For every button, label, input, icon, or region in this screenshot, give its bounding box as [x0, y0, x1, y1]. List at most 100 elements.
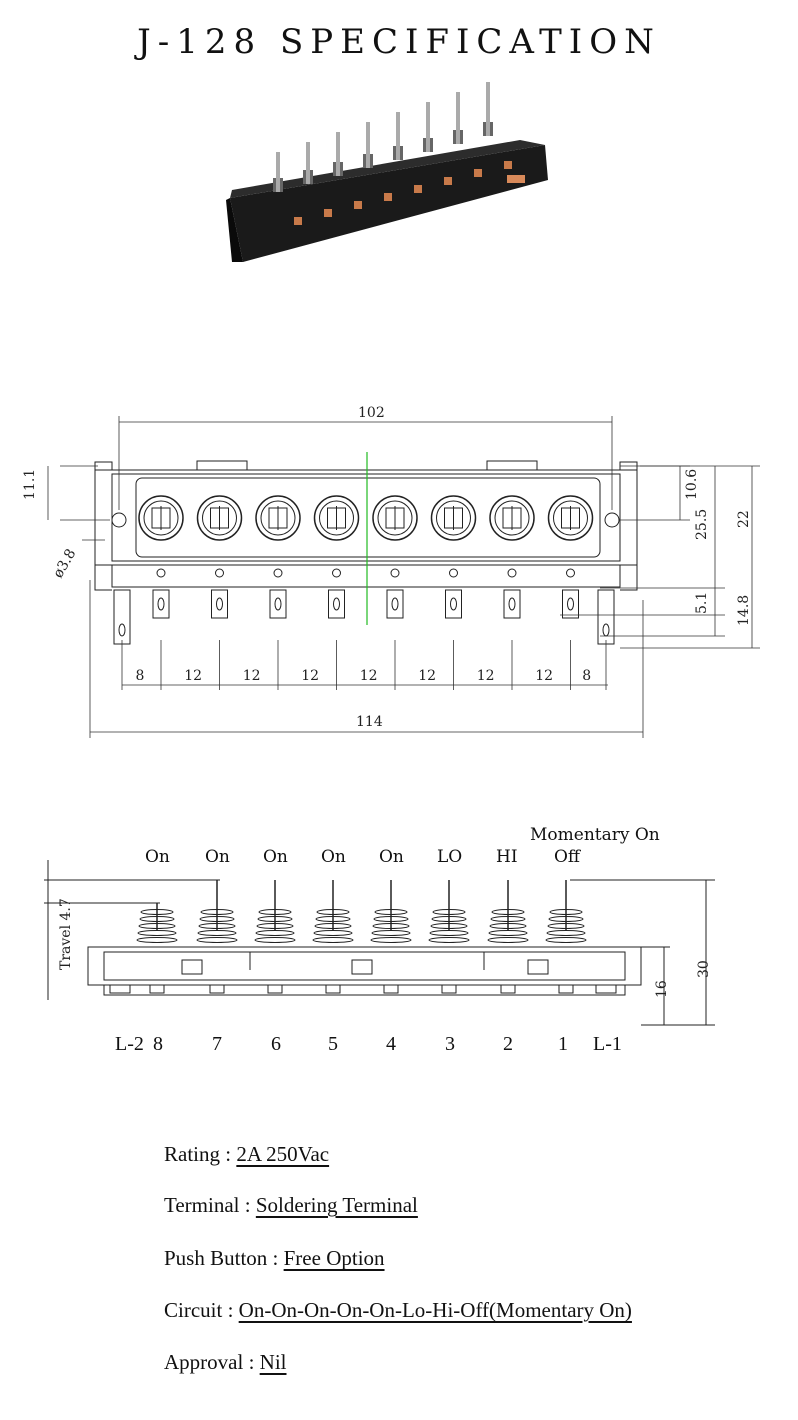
button-inner: [553, 500, 588, 536]
spec-terminal-value: Soldering Terminal: [255, 1193, 418, 1217]
spring-coil: [137, 930, 177, 936]
spec-circuit: Circuit : On-On-On-On-On-Lo-Hi-Off(Momen…: [164, 1298, 632, 1323]
mount-hole-right: [604, 512, 620, 528]
spring-coil: [430, 923, 468, 929]
switch-state-label: On: [205, 847, 230, 867]
spring-coil: [428, 937, 470, 943]
dim-10-6: 10.6: [684, 469, 700, 500]
page-title: J-128 SPECIFICATION: [137, 22, 661, 62]
switch-state-label: On: [263, 847, 288, 867]
dim-30: 30: [696, 960, 712, 978]
button-ring: [138, 495, 184, 541]
travel-label: Travel 4.7: [58, 898, 74, 970]
spring-coil: [548, 916, 584, 922]
photo-pin: [276, 152, 280, 192]
button-ring: [430, 495, 477, 541]
button-ring: [196, 495, 243, 541]
pitch-label: 12: [477, 668, 495, 684]
spring-coil: [200, 909, 234, 915]
switch-state-label: LO: [437, 847, 462, 867]
switch-state-label: HI: [496, 847, 518, 867]
terminal-tab: [328, 589, 345, 619]
terminal-tab: [562, 589, 579, 619]
bottom-tab: [325, 984, 341, 994]
switch-state-label: On: [321, 847, 346, 867]
spring-coil: [547, 923, 585, 929]
spring-coil: [489, 923, 527, 929]
side-body: [87, 946, 642, 986]
spring-coil: [545, 937, 587, 943]
pitch-label: 8: [582, 668, 591, 684]
spring-coil: [138, 923, 176, 929]
spec-terminal: Terminal : Soldering Terminal: [164, 1193, 418, 1218]
momentary-label: Momentary On: [530, 825, 660, 845]
pitch-label: 12: [184, 668, 202, 684]
spring-coil: [374, 909, 408, 915]
button-inner: [436, 500, 471, 536]
pitch-label: 12: [418, 668, 436, 684]
pin-label: 1: [558, 1033, 568, 1055]
spring-coil: [312, 937, 354, 943]
spec-approval-label: Approval :: [164, 1350, 255, 1374]
terminal-tab: [211, 589, 228, 619]
spring-coil: [196, 937, 238, 943]
photo-tab: [474, 169, 482, 177]
spec-approval: Approval : Nil: [164, 1350, 287, 1375]
photo-tab: [414, 185, 422, 193]
spec-approval-value: Nil: [259, 1350, 287, 1374]
spring-coil: [372, 923, 410, 929]
photo-pin: [426, 102, 430, 152]
dim-25-5: 25.5: [694, 509, 710, 540]
front-view-drawing: 102 114 ø3.8 11.1 10.6 25.5 22 5.1 14.8 …: [22, 405, 760, 738]
pin-label: 6: [271, 1033, 281, 1055]
bottom-tab: [383, 984, 399, 994]
spring-coil: [314, 923, 352, 929]
product-illustration: [226, 82, 548, 262]
spring-coil: [487, 937, 529, 943]
bottom-tab: [500, 984, 516, 994]
dim-22: 22: [736, 510, 752, 528]
button-ring: [547, 495, 594, 541]
spec-terminal-label: Terminal :: [164, 1193, 251, 1217]
photo-tab: [507, 175, 525, 183]
spring-coil: [431, 916, 467, 922]
spec-push-button-label: Push Button :: [164, 1246, 279, 1270]
photo-pin: [396, 112, 400, 160]
spec-push-button: Push Button : Free Option: [164, 1246, 385, 1271]
photo-pin: [486, 82, 490, 136]
dim-114: 114: [356, 714, 383, 730]
spring-coil: [198, 923, 236, 929]
spring-coil: [546, 930, 586, 936]
switch-state-label: On: [145, 847, 170, 867]
spring-coil: [140, 909, 174, 915]
button-inner: [377, 500, 413, 536]
pin-label: 5: [328, 1033, 338, 1055]
button-ring: [255, 495, 301, 541]
switch-state-label: Off: [554, 847, 582, 867]
photo-tab: [324, 209, 332, 217]
bottom-tab: [267, 984, 283, 994]
button-ring: [313, 495, 360, 541]
spring-coil: [370, 937, 412, 943]
spring-coil: [313, 930, 353, 936]
button-inner: [319, 500, 354, 536]
button-inner: [143, 500, 179, 536]
photo-tab: [504, 161, 512, 169]
spring-coil: [490, 916, 526, 922]
spring-coil: [255, 930, 295, 936]
pitch-label: 12: [360, 668, 378, 684]
photo-tab: [384, 193, 392, 201]
spring-coil: [371, 930, 411, 936]
spec-rating-value: 2A 250Vac: [236, 1142, 330, 1166]
pitch-label: 8: [136, 668, 145, 684]
photo-tab: [294, 217, 302, 225]
pin-label: 8: [153, 1033, 163, 1055]
spring-coil: [139, 916, 175, 922]
spring-coil: [491, 909, 525, 915]
dim-14-8: 14.8: [736, 595, 752, 626]
spring-coil: [257, 916, 293, 922]
spring-coil: [258, 909, 292, 915]
photo-tab: [444, 177, 452, 185]
dim-102: 102: [358, 405, 385, 421]
photo-pin: [456, 92, 460, 144]
